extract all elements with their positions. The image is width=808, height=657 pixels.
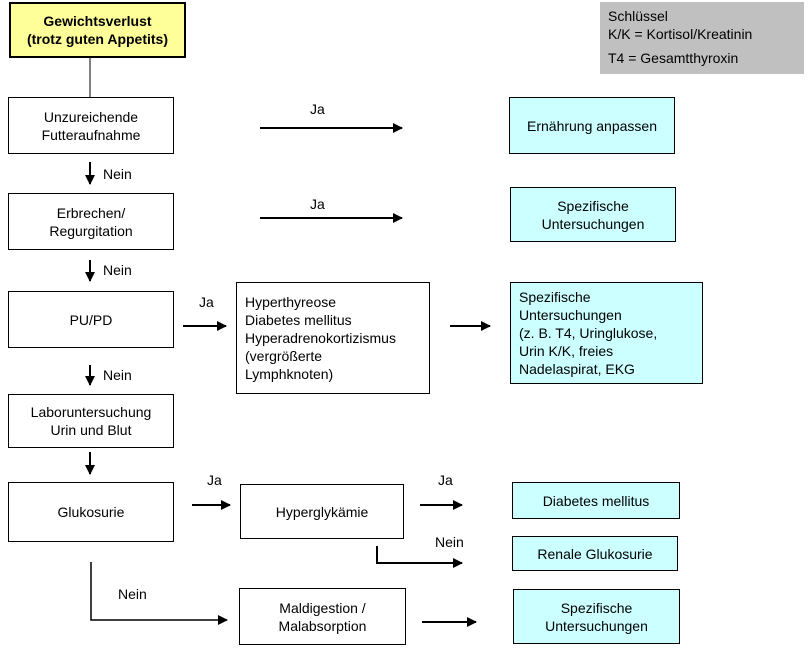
outcome-specific-tests-3: Spezifische Untersuchungen [513, 589, 680, 644]
label-no-malabs: Nein [118, 586, 147, 602]
node-insufficient-intake: Unzureichende Futteraufnahme [8, 97, 174, 154]
label-no-renal: Nein [435, 534, 464, 550]
node-pu-pd: PU/PD [8, 291, 174, 348]
label-yes-causes: Ja [199, 294, 214, 310]
legend-entry-t4: T4 = Gesamtthyroxin [608, 50, 739, 66]
arrow-gluc-malabs [90, 562, 228, 625]
node-lab-tests: Laboruntersuchung Urin und Blut [8, 394, 174, 448]
outcome-specific-tests-1: Spezifische Untersuchungen [510, 187, 676, 242]
legend-entry-kk: K/K = Kortisol/Kreatinin [608, 26, 753, 42]
label-yes-diet: Ja [310, 101, 325, 117]
legend-key: Schlüssel K/K = Kortisol/Kreatinin T4 = … [600, 2, 804, 74]
legend-title: Schlüssel [608, 8, 668, 24]
node-maldigestion: Maldigestion / Malabsorption [239, 588, 406, 645]
start-node-weight-loss: Gewichtsverlust (trotz guten Appetits) [9, 2, 186, 58]
node-differential-causes: Hyperthyreose Diabetes mellitus Hyperadr… [236, 282, 430, 394]
node-vomiting: Erbrechen/ Regurgitation [8, 193, 174, 250]
outcome-specific-tests-2: Spezifische Untersuchungen (z. B. T4, Ur… [510, 282, 703, 384]
label-no-vomit: Nein [103, 166, 132, 182]
label-yes-spec1: Ja [310, 196, 325, 212]
label-no-lab: Nein [103, 367, 132, 383]
node-glucosuria: Glukosurie [8, 482, 174, 542]
label-yes-hyperg: Ja [207, 472, 222, 488]
outcome-adjust-diet: Ernährung anpassen [509, 97, 675, 154]
label-no-pupd: Nein [103, 262, 132, 278]
node-hyperglycemia: Hyperglykämie [240, 484, 404, 539]
label-yes-dm: Ja [438, 472, 453, 488]
outcome-diabetes-mellitus: Diabetes mellitus [512, 482, 680, 519]
outcome-renal-glucosuria: Renale Glukosurie [512, 536, 678, 571]
arrow-hyperg-renal [376, 546, 463, 568]
